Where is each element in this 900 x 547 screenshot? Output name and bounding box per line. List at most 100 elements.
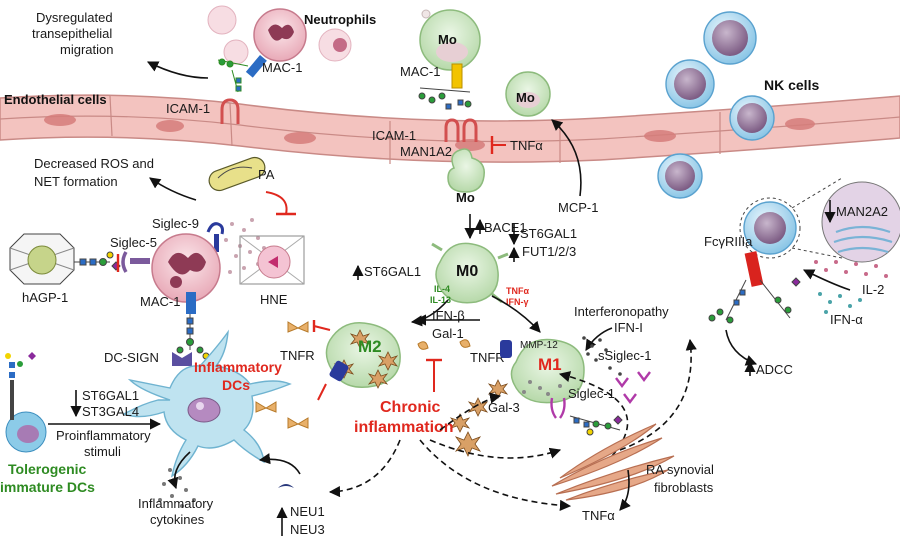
tnfr-m2-receptor (329, 360, 349, 382)
golgi-inset (821, 181, 900, 263)
dash-chronic-to-tnfa (419, 439, 572, 511)
inflammatory-cytokines-line2: cytokines (150, 512, 205, 527)
ifna-label: IFN-α (830, 312, 863, 327)
st6gal1-m0-label: ST6GAL1 (364, 264, 421, 279)
arrow-to-ros (149, 177, 197, 201)
monocyte-transmigrating (447, 148, 485, 193)
nk-cell-detail (739, 177, 843, 259)
st6gal1-dc-label: ST6GAL1 (82, 388, 139, 403)
pa-inhibition (265, 191, 288, 215)
endothelial-label: Endothelial cells (4, 92, 107, 107)
dash-fibroblast-to-interferonopathy (619, 338, 697, 451)
proinflammatory-line1: Proinflammatory (56, 428, 151, 443)
neutrophil-central (151, 233, 221, 303)
glycan-chain-fibroblast (569, 415, 623, 436)
dysregulated-line3: migration (60, 42, 113, 57)
tolerogenic-dc-cell (5, 352, 47, 453)
ssiglec1-shapes (615, 371, 651, 404)
interferonopathy-label: Interferonopathy (574, 304, 669, 319)
ra-line1: RA synovial (646, 462, 714, 477)
arrow-nk-to-adcc (725, 329, 758, 366)
mmp12-label: MMP-12 (520, 340, 558, 351)
tnfr-m1-receptor (500, 340, 512, 358)
il2-label: IL-2 (862, 282, 884, 297)
icam1-center-label: ICAM-1 (372, 128, 416, 143)
st3gal4-dc-label: ST3GAL4 (82, 404, 139, 419)
arrow-fibroblast-to-tnfa (619, 469, 631, 511)
ra-line2: fibroblasts (654, 480, 714, 495)
cytokine-cloud-nk (814, 260, 888, 314)
nk-cell-cluster (657, 11, 775, 199)
gal1-dimers (417, 339, 471, 350)
st6gal1-m1-label: ST6GAL1 (520, 226, 577, 241)
arrow-cytokines-to-nk (802, 269, 851, 291)
arrow-mcp1 (551, 119, 582, 197)
ifn-dots (582, 336, 622, 376)
icam1-left-receptor (220, 98, 240, 124)
gal3-label: Gal-3 (488, 400, 520, 415)
dysregulated-line2: transepithelial (32, 26, 112, 41)
siglec5-label: Siglec-5 (110, 235, 157, 250)
m1-label: M1 (538, 355, 562, 374)
hne-box (239, 235, 305, 285)
hagp1-label: hAGP-1 (22, 290, 68, 305)
dysregulated-line1: Dysregulated (36, 10, 113, 25)
icam1-center-receptor (444, 118, 478, 142)
siglec5-receptor (121, 251, 150, 273)
tnfr-m2-label: TNFR (280, 348, 315, 363)
inhib-m2-a (313, 325, 331, 331)
ifn-i-label: IFN-I (614, 320, 643, 335)
mo-trans-label: Mo (456, 190, 475, 205)
bacterium-pathogen (208, 156, 266, 192)
glycan-chain-hagp1 (74, 251, 121, 271)
neu1-label: NEU1 (290, 504, 325, 519)
mcp1-label: MCP-1 (558, 200, 598, 215)
ra-synovial-fibroblasts (551, 423, 675, 501)
inflammatory-dcs-line2: DCs (222, 377, 250, 393)
man2a2-label: MAN2A2 (836, 204, 888, 219)
monocyte-top (419, 9, 481, 71)
proinflammatory-line2: stimuli (84, 444, 121, 459)
decreased-ros-line2: NET formation (34, 174, 118, 189)
chronic-line2: inflammation (354, 419, 454, 436)
siglec1-receptor (550, 397, 566, 419)
arrow-m0-to-m1 (491, 295, 541, 333)
dc-sign-label: DC-SIGN (104, 350, 159, 365)
decreased-ros-line1: Decreased ROS and (34, 156, 154, 171)
ifng-small-label: IFN-γ (506, 297, 529, 307)
arrow-to-dysregulated (146, 61, 209, 79)
fcgr3a-label: FcγRIIIa (704, 234, 753, 249)
endothelial-layer (0, 94, 900, 164)
neutrophils-label: Neutrophils (304, 12, 376, 27)
tnf-shapes-m2 (255, 321, 309, 429)
mac1-mo-receptor (451, 63, 463, 89)
m0-label: M0 (456, 263, 478, 280)
cytokine-dots (158, 468, 196, 508)
dc-sign-receptor (172, 352, 192, 366)
gal1-label: Gal-1 (432, 326, 464, 341)
inflammatory-cytokines-line1: Inflammatory (138, 496, 214, 511)
dash-chronic-to-m1 (439, 392, 502, 431)
arrow-ifn-i (585, 327, 613, 351)
ssiglec1-label: sSiglec-1 (598, 348, 651, 363)
mmp12-dots (522, 380, 562, 396)
glycan-chain-dc (176, 314, 210, 360)
inflammatory-dcs-line1: Inflammatory (194, 359, 282, 375)
arrow-neu-to-dc (258, 453, 301, 475)
tolerogenic-line1: Tolerogenic (8, 461, 87, 477)
arrow-to-cytokines (167, 451, 191, 490)
monocyte-floating (505, 71, 551, 117)
chronic-line1: Chronic (380, 399, 441, 416)
neu3-label: NEU3 (290, 522, 325, 537)
mo-floating-label: Mo (516, 90, 535, 105)
il13-label: IL-13 (430, 295, 451, 305)
icam1-left-label: ICAM-1 (166, 101, 210, 116)
mac1-mo-label: MAC-1 (400, 64, 440, 79)
hne-label: HNE (260, 292, 288, 307)
macrophage-m1 (510, 338, 585, 404)
tnfa-top-label: TNFα (510, 138, 543, 153)
dash-chronic-to-fibroblast (429, 439, 562, 459)
mac1-receptor-neutrophil (245, 55, 267, 78)
mac1-neutrophil-label: MAC-1 (262, 60, 302, 75)
